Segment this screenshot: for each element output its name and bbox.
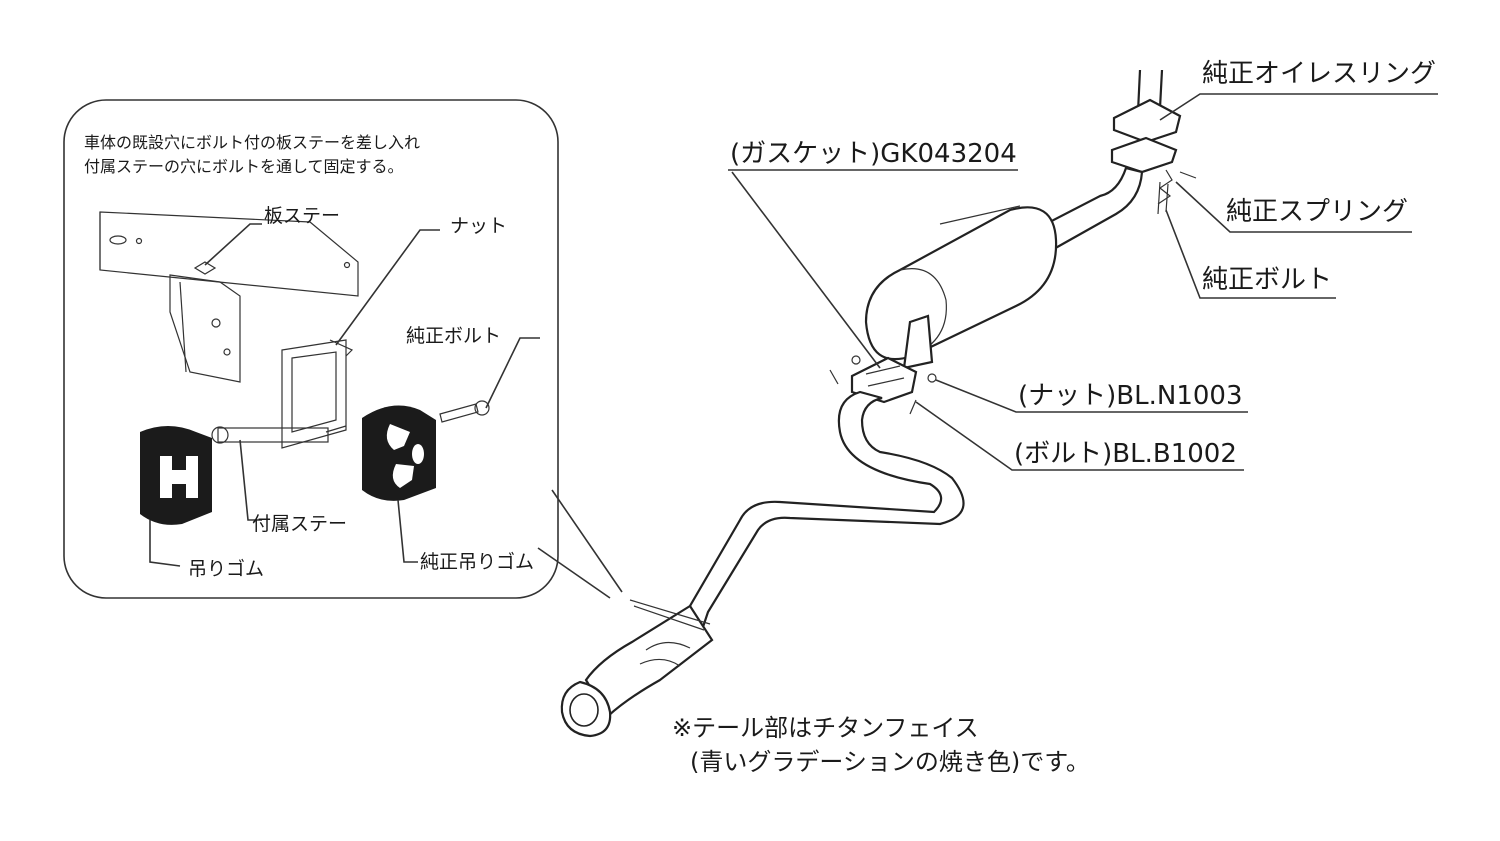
inset-leader-top — [551, 489, 623, 593]
inset-leader-bottom — [537, 547, 611, 599]
inset-note-line1: 車体の既設穴にボルト付の板ステーを差し入れ — [84, 133, 420, 152]
leader-oem-o-ring — [1159, 93, 1438, 121]
included-stay-drawing — [211, 339, 354, 449]
callout-nut: (ナット)BL.N1003 — [1018, 381, 1243, 411]
tail-section — [560, 599, 714, 738]
detail-inset: 車体の既設穴にボルト付の板ステーを差し入れ 付属ステーの穴にボルトを通して固定す… — [63, 99, 623, 599]
label-nut: ナット — [450, 215, 507, 237]
mid-flange — [829, 355, 937, 415]
label-included-stay: 付属ステー — [252, 513, 347, 535]
leader-nut — [935, 379, 1248, 413]
callout-oem-spring: 純正スプリング — [1226, 197, 1408, 227]
leader-oem-spring — [1175, 181, 1412, 233]
callout-gasket: (ガスケット)GK043204 — [730, 139, 1017, 169]
label-hanger-rubber: 吊りゴム — [188, 558, 264, 580]
leader-oem-bolt — [1165, 209, 1336, 299]
label-oem-bolt-inset: 純正ボルト — [406, 325, 501, 347]
label-plate-stay: 板ステー — [264, 205, 340, 227]
callout-bolt: (ボルト)BL.B1002 — [1014, 439, 1237, 469]
callout-oem-bolt: 純正ボルト — [1202, 265, 1332, 295]
callout-oem-o-ring: 純正オイレスリング — [1202, 59, 1436, 89]
exhaust-system-drawing — [560, 69, 1438, 738]
hanger-rubber-drawing — [140, 426, 212, 525]
inset-note-line2: 付属ステーの穴にボルトを通して固定する。 — [84, 157, 404, 176]
rear-pipe — [680, 390, 965, 638]
upper-flange — [1112, 98, 1182, 144]
leader-gasket — [731, 171, 881, 369]
lower-flange — [1110, 136, 1178, 174]
footnote-line1: ※テール部はチタンフェイス — [672, 714, 979, 742]
leader-bolt — [915, 401, 1244, 471]
main-muffler — [864, 205, 1058, 361]
chassis-plate-drawing — [99, 211, 359, 297]
footnote-line2: (青いグラデーションの焼き色)です。 — [690, 748, 1090, 776]
label-oem-hanger-rubber: 純正吊りゴム — [420, 551, 534, 573]
oem-hanger-rubber-drawing — [362, 405, 436, 501]
plate-stay-drawing — [169, 274, 241, 383]
oem-bolt-drawing — [439, 400, 490, 423]
